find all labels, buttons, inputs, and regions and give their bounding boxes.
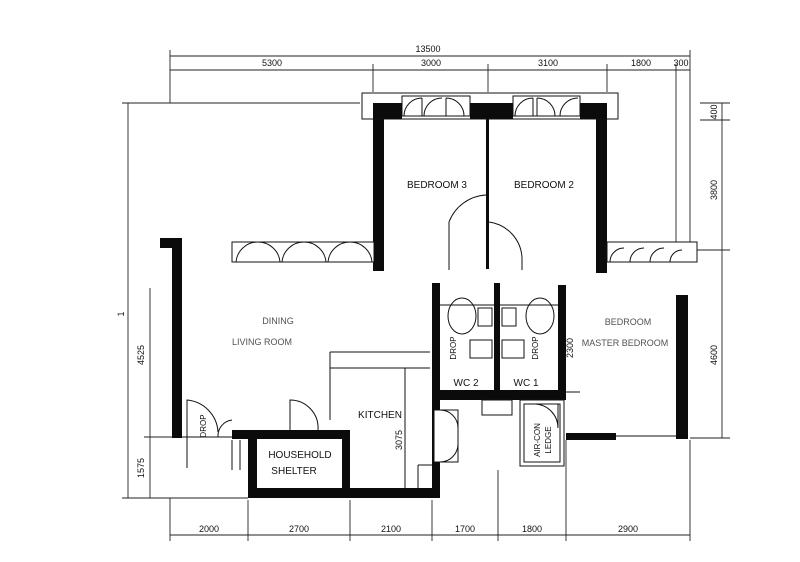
dim-bottom-3: 2100 — [381, 524, 401, 534]
label-bedroom3: BEDROOM 3 — [407, 180, 467, 191]
dim-top-total: 13500 — [415, 44, 440, 54]
label-living: LIVING ROOM — [232, 337, 292, 347]
walls — [160, 92, 688, 498]
label-wc1: WC 1 — [514, 378, 539, 389]
label-drop-wc1: DROP — [531, 336, 540, 359]
dim-top-5: 300 — [673, 58, 688, 68]
doors — [186, 194, 580, 468]
dim-top-2: 3000 — [421, 58, 441, 68]
dim-bottom-2: 2700 — [289, 524, 309, 534]
dim-right-3: 4600 — [709, 345, 719, 365]
dim-bottom-6: 2900 — [618, 524, 638, 534]
label-master-2: MASTER BEDROOM — [582, 338, 669, 348]
dim-bottom-4: 1700 — [455, 524, 475, 534]
top-dimensions: 13500 5300 3000 3100 1800 300 — [169, 44, 691, 250]
label-bedroom2: BEDROOM 2 — [514, 180, 574, 191]
label-wc2: WC 2 — [454, 378, 479, 389]
room-labels: BEDROOM 3 BEDROOM 2 DINING LIVING ROOM B… — [199, 180, 668, 477]
label-drop-wc2: DROP — [449, 336, 458, 359]
dim-left-marker: 1 — [116, 311, 126, 316]
windows — [231, 95, 698, 263]
dim-left-2: 1575 — [136, 458, 146, 478]
right-dimensions: 400 3800 4600 — [690, 102, 730, 439]
label-dining: DINING — [262, 316, 294, 326]
dim-right-1: 400 — [709, 104, 719, 119]
wc-fixtures — [440, 297, 558, 359]
label-drop-entrance: DROP — [199, 414, 208, 437]
dim-top-3: 3100 — [538, 58, 558, 68]
left-dimensions: 1 4525 1575 — [116, 102, 360, 499]
dim-kitchen-inner: 3075 — [394, 430, 404, 450]
dim-master-inner: 2300 — [565, 338, 575, 358]
dim-top-4: 1800 — [631, 58, 651, 68]
bottom-dimensions: 2000 2700 2100 1700 1800 2900 — [169, 440, 691, 541]
dim-left-1: 4525 — [136, 345, 146, 365]
dim-top-1: 5300 — [262, 58, 282, 68]
dim-bottom-5: 1800 — [522, 524, 542, 534]
toilet-wc1 — [525, 297, 555, 335]
label-shelter-2: SHELTER — [271, 466, 316, 477]
interior-lines — [182, 351, 676, 488]
label-master-1: BEDROOM — [605, 317, 652, 327]
dim-bottom-1: 2000 — [199, 524, 219, 534]
label-aircon-2: LEDGE — [544, 426, 553, 453]
label-shelter-1: HOUSEHOLD — [268, 450, 331, 461]
dim-right-2: 3800 — [709, 180, 719, 200]
label-aircon-1: AIR-CON — [533, 423, 542, 457]
label-kitchen: KITCHEN — [358, 410, 402, 421]
toilet-wc2 — [447, 297, 477, 335]
